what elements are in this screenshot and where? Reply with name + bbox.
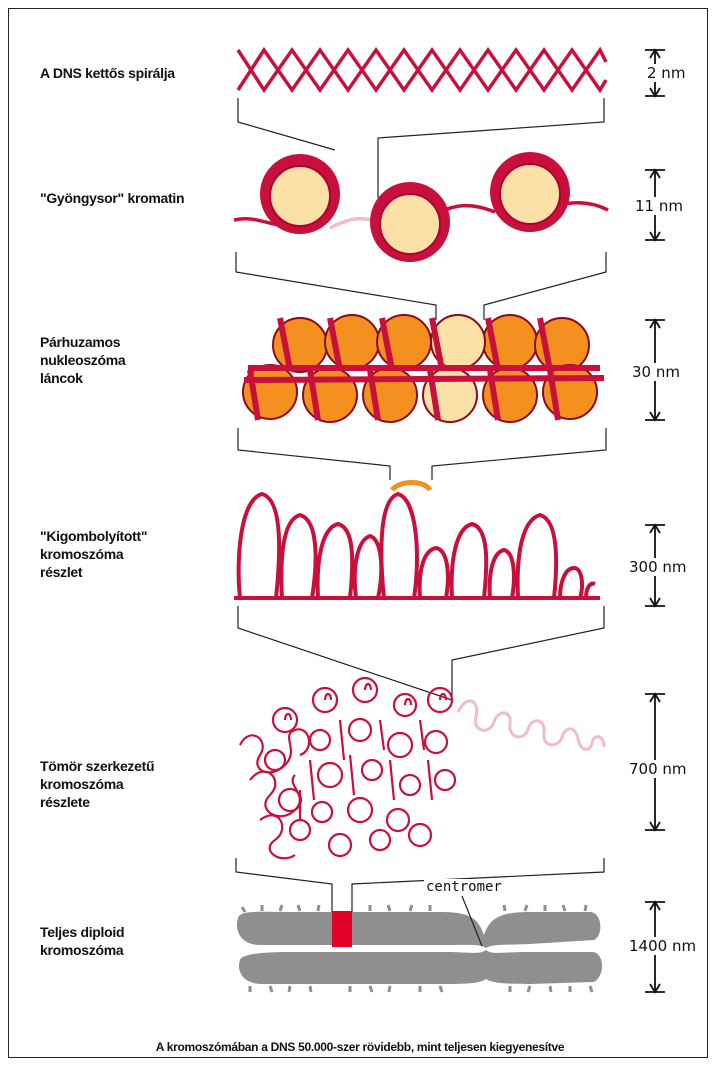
diploid-chromosome xyxy=(237,896,602,992)
label-line: kromoszóma xyxy=(40,941,124,959)
chromosome-band xyxy=(332,911,352,947)
scale-label-300nm: 300 nm xyxy=(628,558,688,576)
label-line: nukleoszóma xyxy=(40,351,125,369)
condensed-chromatin-700nm xyxy=(240,678,604,858)
label-line: A DNS kettős spirálja xyxy=(40,64,175,82)
scale-label-30nm: 30 nm xyxy=(631,363,681,381)
level-label-condensed-chromatin: Tömör szerkezetű kromoszóma részlete xyxy=(40,757,154,811)
scale-label-1400nm: 1400 nm xyxy=(628,937,697,955)
zoom-connector-4 xyxy=(238,606,604,700)
label-line: részlet xyxy=(40,563,147,581)
centromere-label: centromer xyxy=(424,879,504,895)
figure-caption: A kromoszómában a DNS 50.000-szer rövide… xyxy=(0,1040,720,1054)
label-line: "Kigombolyított" xyxy=(40,527,147,545)
scale-label-11nm: 11 nm xyxy=(634,197,684,215)
label-line: kromoszóma xyxy=(40,545,147,563)
scale-label-2nm: 2 nm xyxy=(646,64,686,82)
level-label-beads-on-string: "Gyöngysor" kromatin xyxy=(40,189,184,207)
nucleosome-fiber-30nm xyxy=(243,315,604,422)
label-line: Tömör szerkezetű xyxy=(40,757,154,775)
label-line: kromoszóma xyxy=(40,775,154,793)
label-line: Párhuzamos xyxy=(40,333,125,351)
label-line: láncok xyxy=(40,369,125,387)
label-line: Teljes diploid xyxy=(40,923,124,941)
level-label-30nm-fiber: Párhuzamos nukleoszóma láncok xyxy=(40,333,125,387)
level-label-looped-chromatin: "Kigombolyított" kromoszóma részlet xyxy=(40,527,147,581)
zoom-connector-2 xyxy=(236,252,606,320)
looped-chromatin-300nm xyxy=(234,483,600,599)
beads-on-string xyxy=(234,152,608,262)
level-label-dna-helix: A DNS kettős spirálja xyxy=(40,64,175,82)
zoom-connector-3 xyxy=(238,428,606,480)
zoom-connector-5 xyxy=(236,858,604,912)
label-line: "Gyöngysor" kromatin xyxy=(40,189,184,207)
label-line: részlete xyxy=(40,793,154,811)
scale-arrows xyxy=(645,50,665,992)
level-label-diploid-chromosome: Teljes diploid kromoszóma xyxy=(40,923,124,959)
dna-double-helix xyxy=(238,50,606,90)
scale-label-700nm: 700 nm xyxy=(628,760,688,778)
